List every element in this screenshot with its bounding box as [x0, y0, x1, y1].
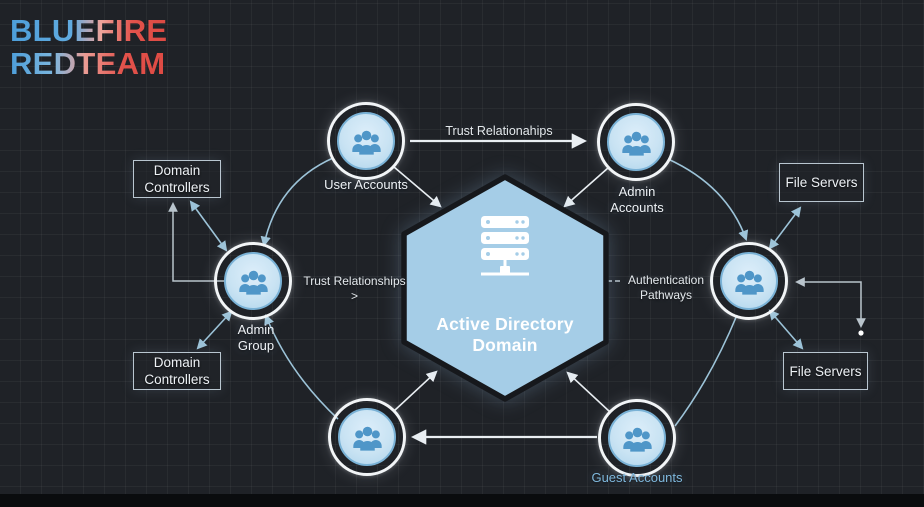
box-domain-controllers-bottom: Domain Controllers: [133, 352, 221, 390]
node-user-accounts-disc: [337, 112, 395, 170]
users-icon: [352, 426, 382, 451]
bottom-letterbox-bar: [0, 494, 924, 507]
edge-label-trust-relationships-top: Trust Relationahips: [445, 124, 553, 138]
edge-bottom-left-to-admin-group-curve: [264, 314, 339, 420]
users-icon: [238, 270, 268, 295]
node-admin-accounts: [597, 103, 675, 181]
box-domain-controllers-top: Domain Controllers: [133, 160, 221, 198]
edge-user-accounts-to-domain: [393, 166, 442, 208]
users-icon: [734, 270, 764, 295]
box-file-servers-bottom: File Servers: [783, 352, 868, 390]
node-guest-accounts: [598, 399, 676, 477]
edge-bottom-left-to-domain: [393, 370, 438, 412]
edge-admin-accounts-to-right-hub-curve: [667, 158, 749, 241]
node-admin-accounts-disc: [607, 113, 665, 171]
node-admin-group: [214, 242, 292, 320]
node-guest-accounts-disc: [608, 409, 666, 467]
edge-dc-top-admin-group-diagonal: [189, 200, 228, 252]
edge-label-authentication-pathways: Authentication Pathways: [627, 273, 705, 302]
node-bottom-left-hub-disc: [338, 408, 396, 466]
node-label-guest-accounts: Guest Accounts: [591, 470, 683, 485]
edge-label-trust-relationships-left: Trust Relationships >: [303, 274, 406, 303]
server-stack-icon: [481, 216, 529, 276]
node-right-hub: [710, 242, 788, 320]
users-icon: [621, 131, 651, 156]
brand-line-bluefire: BLUEFIRE: [10, 13, 168, 48]
edge-user-accounts-to-admin-group-curve: [260, 157, 334, 248]
hexagon-shape: [401, 174, 609, 402]
box-file-servers-top: File Servers: [779, 163, 864, 202]
brand-logo: BLUEFIRE REDTEAM: [10, 14, 167, 80]
brand-line-redteam: REDTEAM: [10, 47, 167, 80]
connector-dot: [858, 330, 864, 336]
edge-right-hub-file-servers-bottom-diagonal: [768, 309, 804, 350]
node-user-accounts: [327, 102, 405, 180]
node-label-user-accounts: User Accounts: [324, 177, 408, 192]
edge-right-hub-file-servers-top-diagonal: [768, 206, 802, 250]
edge-guest-to-domain: [566, 371, 611, 413]
users-icon: [622, 427, 652, 452]
edge-file-servers-bottom-elbow-right-hub: [795, 277, 866, 328]
node-label-admin-accounts: Admin Accounts: [610, 184, 664, 215]
edge-admin-accounts-to-domain: [563, 167, 609, 208]
node-admin-group-disc: [224, 252, 282, 310]
hexagon-title: Active Directory Domain: [436, 314, 574, 355]
active-directory-domain-hexagon: Active Directory Domain: [401, 174, 609, 402]
users-icon: [351, 130, 381, 155]
edge-right-hub-to-guest-curve: [674, 314, 738, 427]
node-right-hub-disc: [720, 252, 778, 310]
edge-admin-group-dc-bottom-diagonal: [196, 310, 233, 350]
node-bottom-left-hub: [328, 398, 406, 476]
node-label-admin-group: Admin Group: [237, 322, 275, 353]
